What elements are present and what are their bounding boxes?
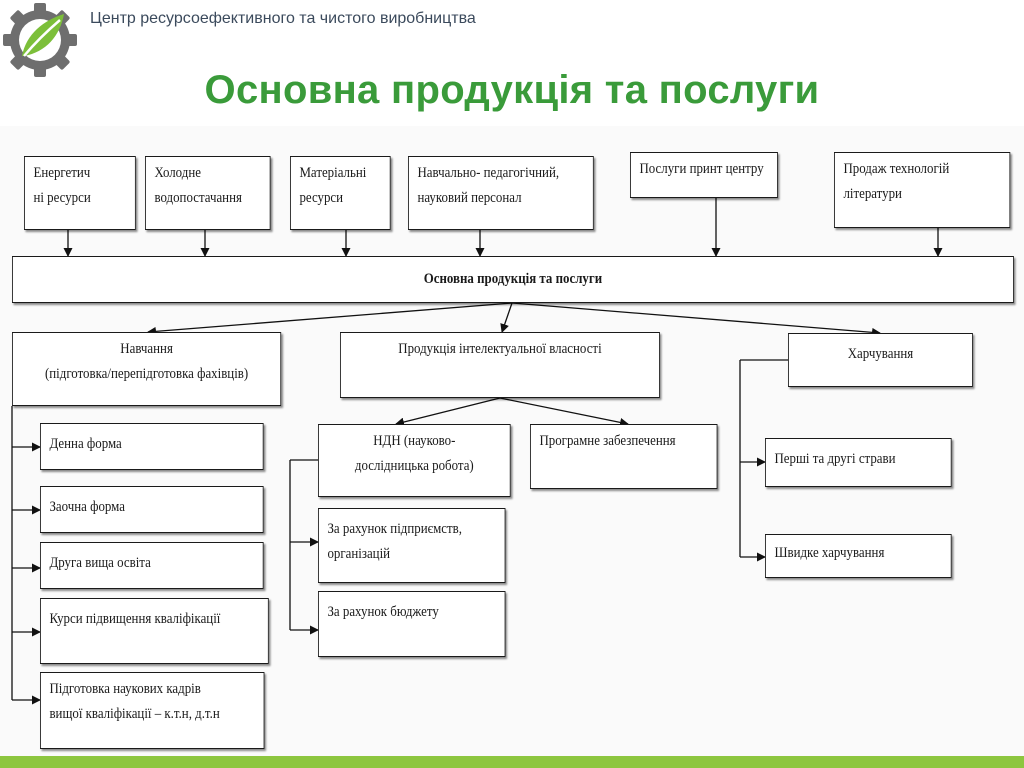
- footer-accent-bar: [0, 756, 1024, 768]
- input-label-line: Енергетич: [33, 165, 91, 181]
- input-label-line: науковий персонал: [417, 189, 522, 206]
- input-label-line: водопостачання: [154, 189, 242, 206]
- input-label-line: Послуги принт центру: [639, 161, 764, 177]
- branch-title: Харчування: [847, 346, 914, 362]
- input-energy-resources: Енергетич ні ресурси: [24, 156, 136, 230]
- branch-intellectual-property: Продукція інтелектуальної власності: [340, 332, 660, 398]
- training-item-advanced-courses: Курси підвищення кваліфікації: [40, 598, 269, 664]
- training-item-full-time: Денна форма: [40, 423, 264, 470]
- input-label-line: Холодне: [154, 165, 201, 181]
- page-title: Основна продукція та послуги: [204, 68, 820, 112]
- funding-budget: За рахунок бюджету: [318, 591, 506, 657]
- slide-header: Центр ресурсоефективного та чистого виро…: [0, 0, 1024, 126]
- item-label-line: дослідницька робота): [354, 457, 474, 474]
- input-label-line: ресурси: [299, 189, 344, 206]
- organization-name: Центр ресурсоефективного та чистого виро…: [90, 10, 476, 27]
- item-label: Денна форма: [49, 436, 122, 452]
- input-label-line: ні ресурси: [33, 189, 91, 206]
- training-item-second-degree: Друга вища освіта: [40, 542, 264, 589]
- funding-enterprises: За рахунок підприємств, організацій: [318, 508, 506, 583]
- input-teaching-staff: Навчально- педагогічний, науковий персон…: [408, 156, 594, 230]
- gear-leaf-logo-icon: [3, 3, 77, 77]
- item-label: Перші та другі страви: [774, 451, 896, 467]
- main-bar-label: Основна продукція та послуги: [423, 271, 603, 287]
- item-label-line: НДН (науково-: [373, 433, 456, 449]
- input-technology-literature: Продаж технологій літератури: [834, 152, 1011, 228]
- item-label: Курси підвищення кваліфікації: [49, 611, 221, 627]
- input-material-resources: Матеріальні ресурси: [290, 156, 391, 230]
- item-label: Заочна форма: [49, 499, 125, 515]
- item-label: За рахунок бюджету: [327, 604, 439, 620]
- main-products-services-bar: Основна продукція та послуги: [12, 256, 1014, 303]
- training-item-scientific-staff: Підготовка наукових кадрів вищої кваліфі…: [40, 672, 265, 749]
- item-label: Швидке харчування: [774, 545, 885, 561]
- branch-subtitle: (підготовка/перепідготовка фахівців): [44, 365, 249, 382]
- item-label-line: Підготовка наукових кадрів: [49, 681, 201, 697]
- catering-first-second-courses: Перші та другі страви: [765, 438, 952, 487]
- branch-title: Продукція інтелектуальної власності: [398, 341, 602, 357]
- item-label-line: організацій: [327, 545, 391, 562]
- branch-catering: Харчування: [788, 333, 973, 387]
- input-label-line: літератури: [843, 185, 902, 202]
- input-label-line: Навчально- педагогічний,: [417, 165, 560, 181]
- item-label-line: вищої кваліфікації – к.т.н, д.т.н: [49, 705, 220, 722]
- ip-research-work: НДН (науково- дослідницька робота): [318, 424, 511, 497]
- branch-title: Навчання: [120, 341, 173, 357]
- input-label-line: Продаж технологій: [843, 161, 950, 177]
- training-item-part-time: Заочна форма: [40, 486, 264, 533]
- ip-software: Програмне забезпечення: [530, 424, 718, 489]
- item-label-line: За рахунок підприємств,: [327, 521, 462, 537]
- item-label: Програмне забезпечення: [539, 433, 676, 449]
- item-label: Друга вища освіта: [49, 555, 151, 571]
- input-label-line: Матеріальні: [299, 165, 367, 181]
- input-cold-water-supply: Холодне водопостачання: [145, 156, 271, 230]
- input-print-center: Послуги принт центру: [630, 152, 778, 198]
- catering-fast-food: Швидке харчування: [765, 534, 952, 578]
- branch-training: Навчання (підготовка/перепідготовка фахі…: [12, 332, 282, 406]
